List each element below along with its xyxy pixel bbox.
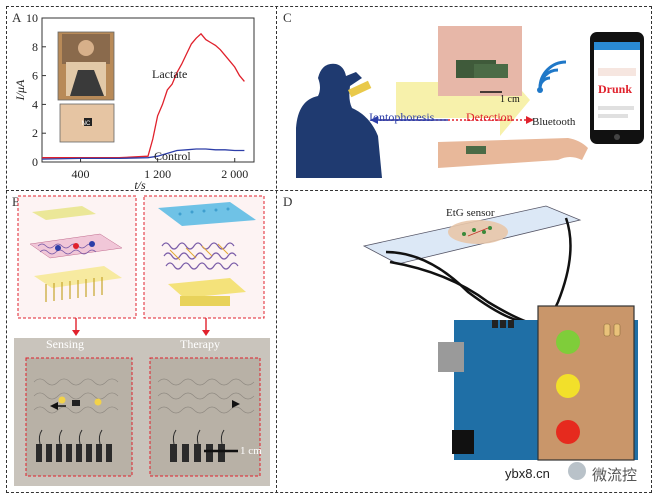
x-axis-label: t/s — [134, 178, 146, 190]
panel-label-c: C — [283, 10, 292, 25]
watermark-brand: 微流控 — [592, 467, 638, 484]
series-line-control — [41, 148, 245, 160]
panel-d-illustration — [362, 205, 638, 461]
vertical-divider — [276, 6, 277, 493]
panel-c-illustration — [296, 26, 644, 178]
y-tick-label: 2 — [32, 126, 38, 140]
schematic-box-sensing — [17, 195, 137, 319]
y-tick-label: 4 — [32, 97, 38, 111]
phone-status-text: Drunk — [598, 82, 633, 96]
label-detection: Detection — [466, 110, 513, 124]
y-tick-label: 8 — [32, 40, 38, 54]
bluetooth-signal-icon — [538, 60, 567, 89]
label-iontophoresis: Iontophoresis — [369, 110, 435, 124]
inset-sensor-label: NC — [82, 121, 91, 127]
label-sensing: Sensing — [46, 337, 85, 351]
watermark-logo-icon — [568, 462, 586, 480]
panel-label-d: D — [283, 194, 293, 209]
led-green-icon — [556, 330, 580, 354]
scale-label-c: 1 cm — [500, 94, 520, 105]
led-red-icon — [556, 420, 580, 444]
led-yellow-icon — [556, 374, 580, 398]
y-tick-label: 0 — [32, 155, 38, 169]
scale-label-b: 1 cm — [240, 445, 262, 457]
panel-b-illustration — [14, 195, 270, 486]
panel-label-a: A — [12, 10, 22, 25]
series-label-control: Control — [154, 149, 191, 163]
x-tick-label: 1 200 — [144, 167, 171, 181]
watermark-site: ybx8.cn — [505, 466, 550, 481]
forearm — [438, 138, 588, 168]
x-tick-label: 2 000 — [221, 167, 248, 181]
label-bluetooth: Bluetooth — [532, 116, 576, 128]
series-line-lactate — [42, 32, 245, 159]
horizontal-divider — [6, 190, 652, 191]
label-etg-sensor: EtG sensor — [446, 207, 495, 219]
photo-box-therapy — [149, 357, 261, 477]
chart-panel-a: 0 2 4 6 8 10 400 1 200 2 000 I/μA t/s NC Lactate C… — [14, 11, 255, 190]
y-tick-label: 6 — [32, 69, 38, 83]
inset-photos: NC — [57, 31, 115, 143]
y-tick-label: 10 — [26, 11, 38, 25]
y-axis-label: I/μA — [14, 79, 27, 101]
panel-label-b: B — [12, 194, 21, 209]
label-therapy: Therapy — [180, 337, 220, 351]
person-silhouette — [296, 63, 382, 178]
series-label-lactate: Lactate — [152, 67, 187, 81]
figure-frame — [6, 6, 652, 493]
plot-area — [41, 17, 255, 163]
x-tick-label: 400 — [72, 167, 90, 181]
